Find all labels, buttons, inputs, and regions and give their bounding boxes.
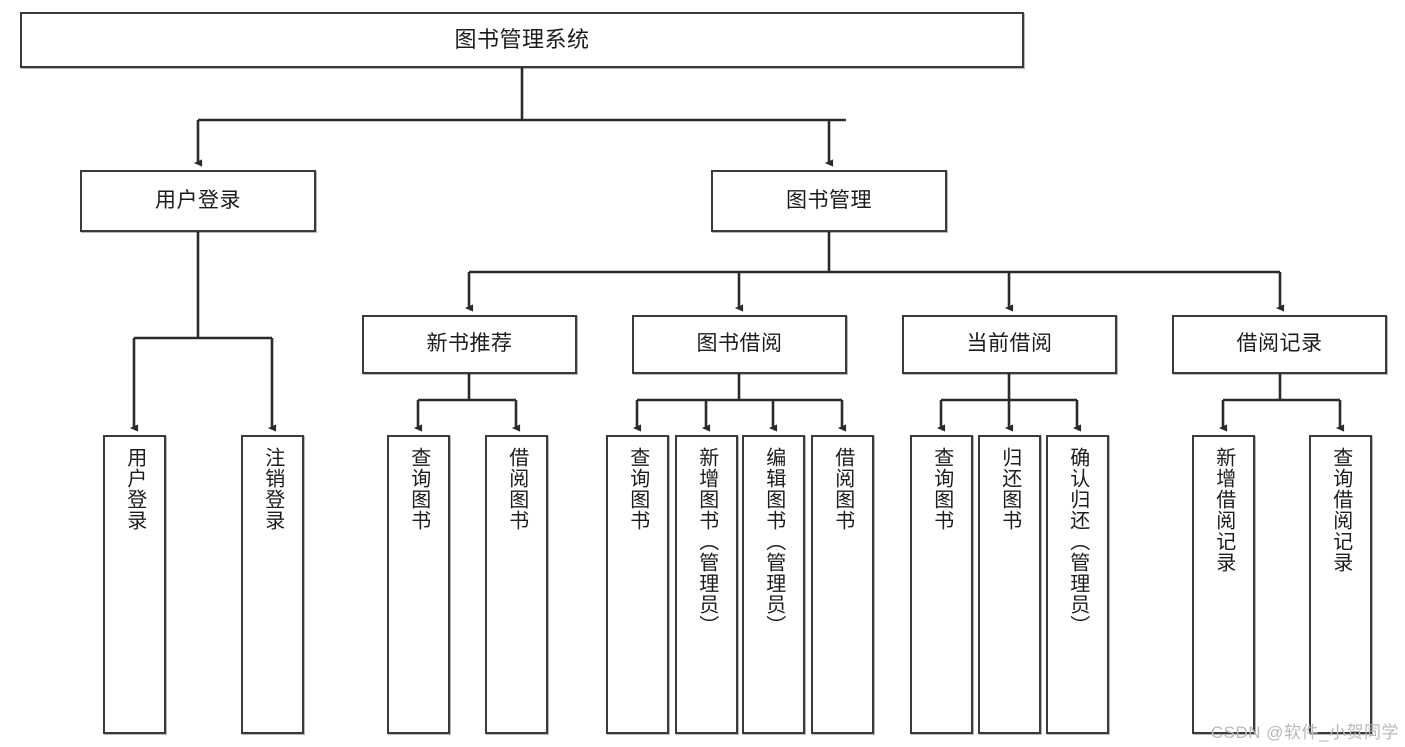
node-book-management[interactable]: 图书管理 (711, 170, 947, 232)
node-leaf-query-record[interactable]: 查询借阅记录 (1309, 435, 1372, 734)
node-label: 新书推荐 (426, 332, 513, 356)
node-leaf-query-book-2[interactable]: 查询图书 (606, 435, 669, 734)
node-leaf-add-record[interactable]: 新增借阅记录 (1192, 435, 1255, 734)
node-book-management-system[interactable]: 图书管理系统 (20, 12, 1024, 68)
node-label: 编辑图书（管理员） (762, 447, 785, 636)
node-label: 新增借阅记录 (1212, 447, 1235, 573)
node-label: 查询借阅记录 (1329, 447, 1352, 573)
node-label: 确认归还（管理员） (1066, 447, 1089, 636)
node-label: 用户登录 (123, 447, 146, 531)
node-borrow-record[interactable]: 借阅记录 (1172, 315, 1387, 374)
node-leaf-return-book[interactable]: 归还图书 (978, 435, 1041, 734)
node-current-borrow[interactable]: 当前借阅 (902, 315, 1117, 374)
node-leaf-user-login[interactable]: 用户登录 (103, 435, 166, 734)
node-label: 借阅图书 (831, 447, 854, 531)
node-label: 图书管理 (786, 188, 872, 212)
node-label: 借阅图书 (505, 447, 528, 531)
node-book-borrow[interactable]: 图书借阅 (632, 315, 847, 374)
node-user-login[interactable]: 用户登录 (80, 170, 316, 232)
node-leaf-query-book-3[interactable]: 查询图书 (910, 435, 973, 734)
node-new-book-recommend[interactable]: 新书推荐 (362, 315, 577, 374)
node-label: 借阅记录 (1236, 332, 1323, 356)
node-leaf-borrow-book-2[interactable]: 借阅图书 (811, 435, 874, 734)
node-label: 新增图书（管理员） (695, 447, 718, 636)
node-label: 查询图书 (930, 447, 953, 531)
node-label: 归还图书 (998, 447, 1021, 531)
node-leaf-add-book[interactable]: 新增图书（管理员） (675, 435, 738, 734)
csdn-watermark: CSDN @软件_小贺同学 (1210, 723, 1399, 742)
node-label: 查询图书 (407, 447, 430, 531)
node-label: 图书借阅 (696, 332, 783, 356)
node-label: 用户登录 (155, 188, 241, 212)
node-label: 注销登录 (261, 447, 284, 531)
node-label: 查询图书 (626, 447, 649, 531)
node-leaf-borrow-book-1[interactable]: 借阅图书 (485, 435, 548, 734)
node-leaf-query-book-1[interactable]: 查询图书 (387, 435, 450, 734)
node-leaf-logout-login[interactable]: 注销登录 (241, 435, 304, 734)
node-label: 当前借阅 (966, 332, 1053, 356)
node-leaf-confirm-return[interactable]: 确认归还（管理员） (1046, 435, 1109, 734)
node-leaf-edit-book[interactable]: 编辑图书（管理员） (742, 435, 805, 734)
node-label: 图书管理系统 (454, 27, 590, 53)
